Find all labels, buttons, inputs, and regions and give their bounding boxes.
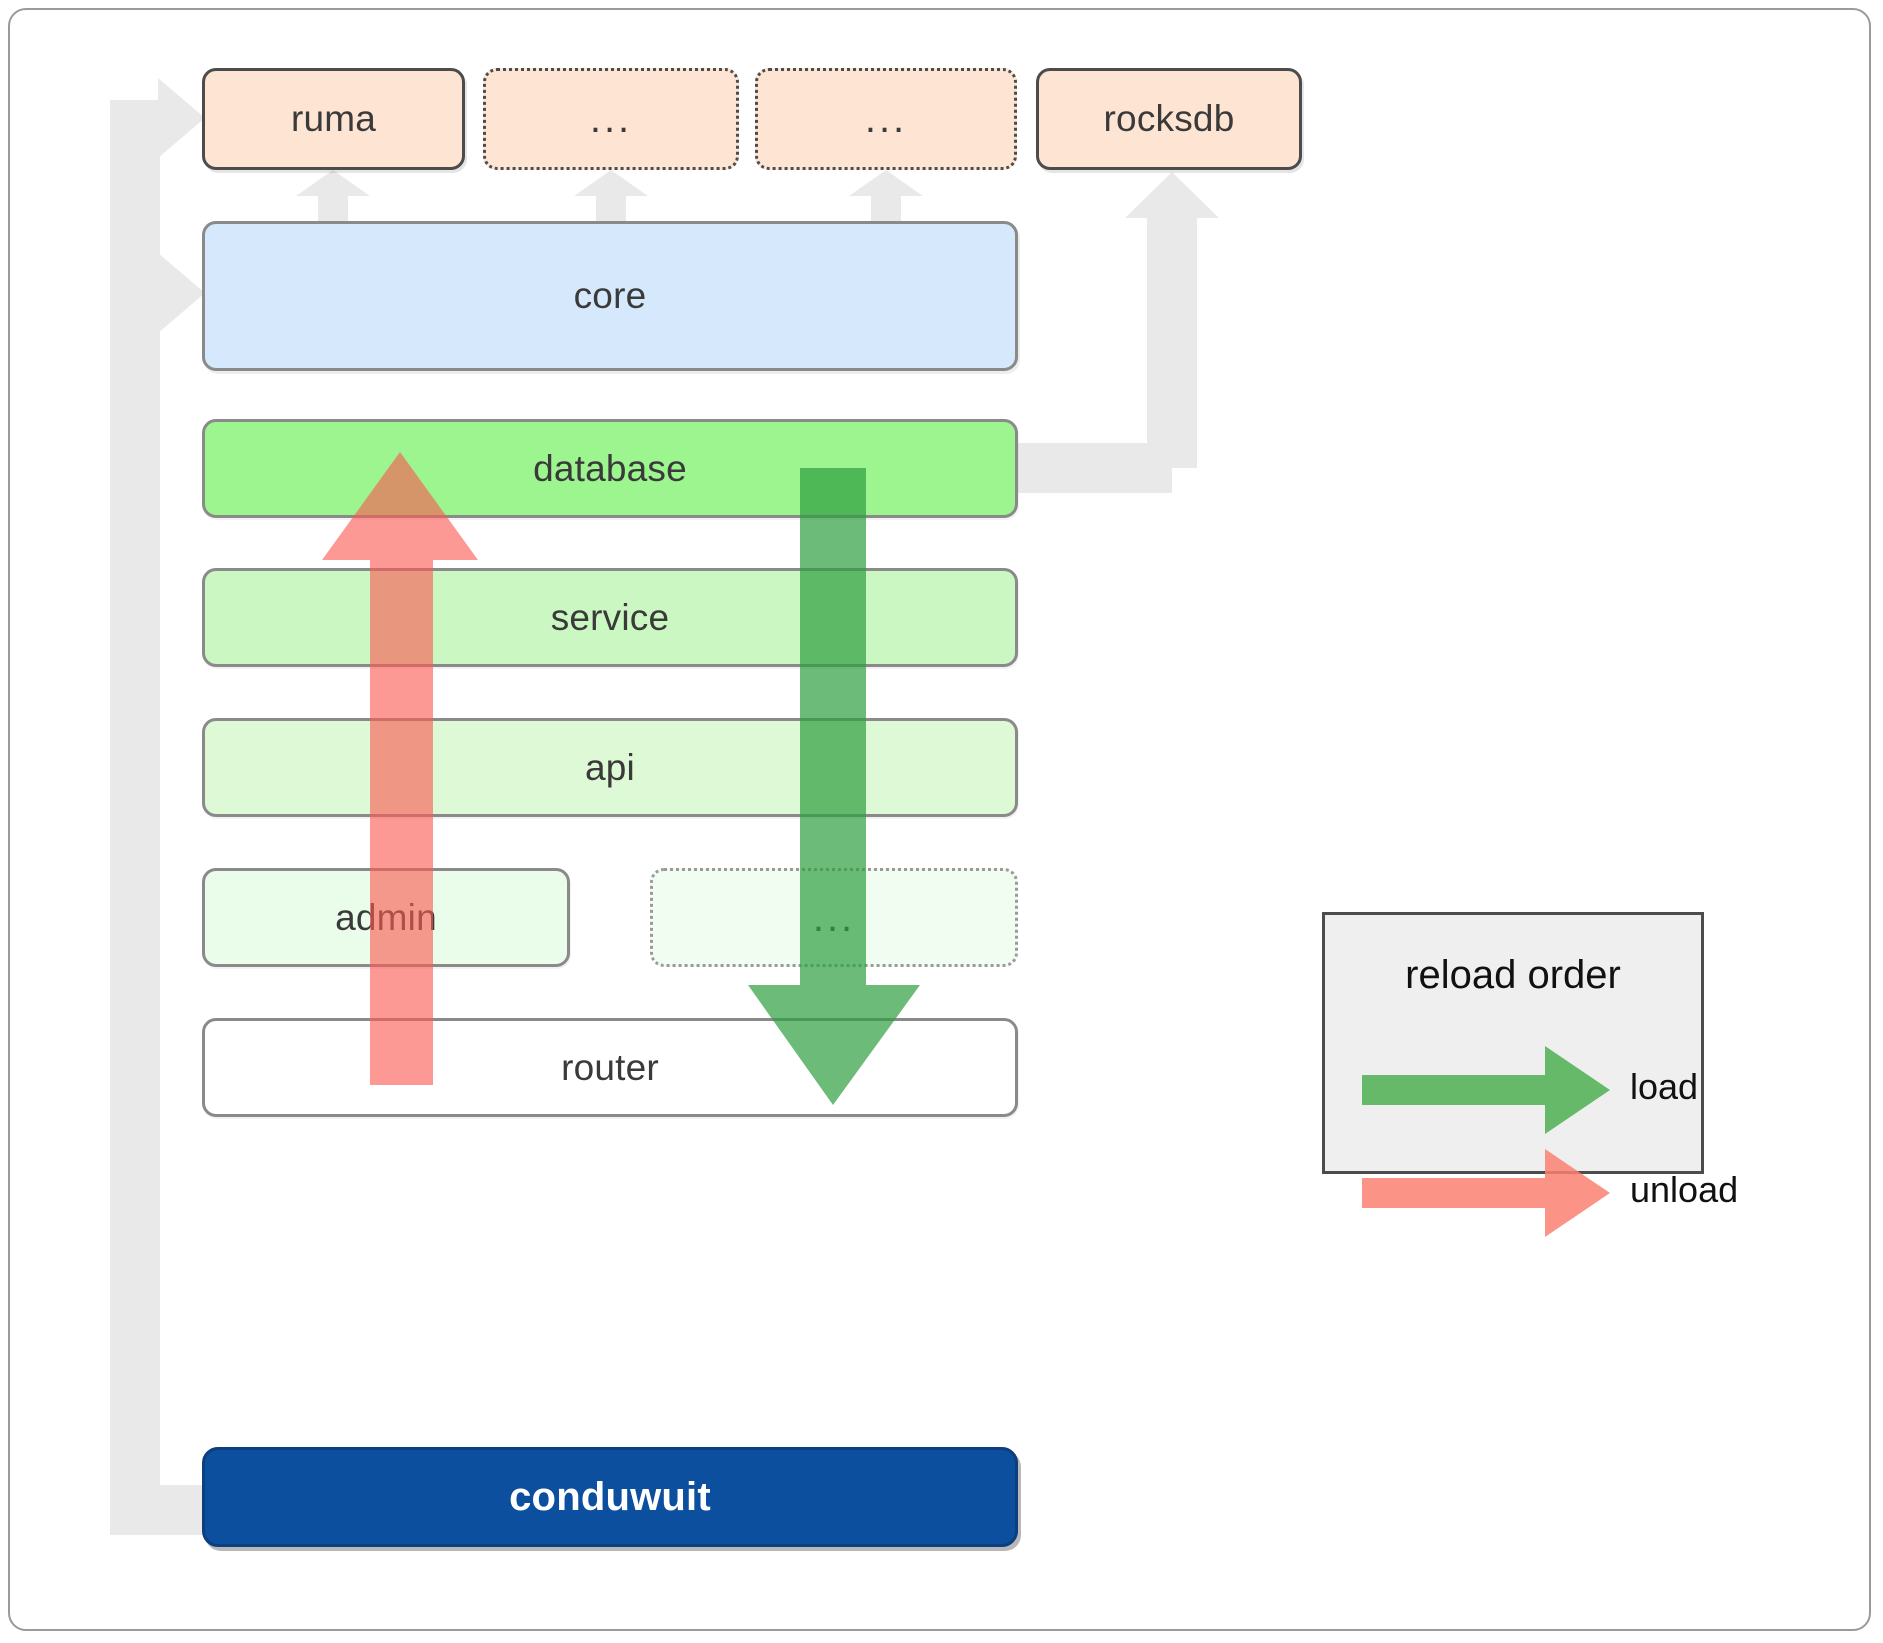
- core-box[interactable]: core: [202, 221, 1018, 371]
- dependency-box-ruma[interactable]: ruma: [202, 68, 465, 170]
- dependency-label-3: ...: [864, 97, 908, 141]
- core-label: core: [573, 275, 647, 316]
- layer-label-database: database: [533, 447, 687, 489]
- dependency-box-2[interactable]: ...: [483, 68, 739, 170]
- dependency-box-3[interactable]: ...: [755, 68, 1017, 170]
- dependency-label-ruma: ruma: [290, 98, 377, 139]
- legend-panel: reload order: [1322, 912, 1704, 1174]
- layer-box-database[interactable]: database: [202, 419, 1018, 518]
- dependency-label-rocksdb: rocksdb: [1103, 98, 1235, 139]
- layer-box-api[interactable]: api: [202, 718, 1018, 817]
- layer-label-admin: admin: [335, 896, 437, 938]
- legend-label-load: load: [1630, 1066, 1699, 1107]
- legend-label-unload: unload: [1630, 1169, 1739, 1210]
- dependency-box-rocksdb[interactable]: rocksdb: [1036, 68, 1302, 170]
- legend-title: reload order: [1405, 953, 1621, 997]
- layer-box-service[interactable]: service: [202, 568, 1018, 667]
- binary-label-conduwuit: conduwuit: [509, 1474, 711, 1519]
- layer-box-admin[interactable]: admin: [202, 868, 570, 967]
- layer-label-api: api: [585, 746, 635, 788]
- layer-label-more: ...: [812, 895, 856, 940]
- layer-box-more[interactable]: ...: [650, 868, 1018, 967]
- binary-box-conduwuit[interactable]: conduwuit: [202, 1447, 1018, 1547]
- dependency-label-2: ...: [589, 97, 633, 141]
- layer-box-router[interactable]: router: [202, 1018, 1018, 1117]
- layer-label-service: service: [550, 596, 670, 638]
- layer-label-router: router: [561, 1046, 659, 1088]
